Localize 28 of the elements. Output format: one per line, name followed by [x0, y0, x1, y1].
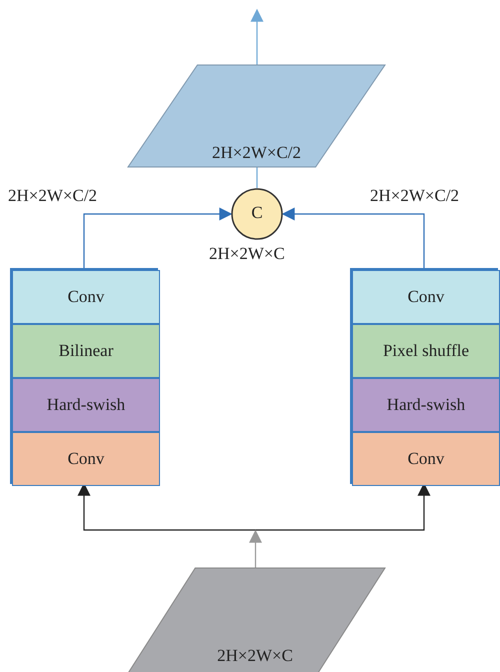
arrow — [250, 8, 264, 65]
dimension-text: 2H×2W×C — [216, 646, 294, 666]
layer-box — [12, 324, 160, 378]
arrow — [249, 530, 262, 568]
layer-box — [352, 432, 500, 486]
layer-text: Conv — [68, 287, 104, 307]
branch-panel — [10, 268, 158, 484]
layer-box — [12, 270, 160, 324]
layer-text: Conv — [408, 287, 444, 307]
layer-text: Pixel shuffle — [382, 341, 470, 361]
size-label: 2H×2W×C/2 — [370, 186, 460, 206]
layer-text: Hard-swish — [46, 395, 126, 415]
branch-panel — [350, 268, 498, 484]
layer-text: Conv — [68, 449, 104, 469]
layer-box — [352, 324, 500, 378]
arrow — [83, 208, 232, 268]
layer-box — [12, 378, 160, 432]
layer-text: Bilinear — [58, 341, 114, 361]
arrow — [282, 208, 425, 268]
layer-box — [12, 432, 160, 486]
concat-symbol: C — [250, 203, 264, 223]
size-label: 2H×2W×C — [209, 244, 285, 264]
size-label: 2H×2W×C/2 — [8, 186, 98, 206]
layer-text: Hard-swish — [386, 395, 466, 415]
layer-box — [352, 270, 500, 324]
dimension-text: 2H×2W×C/2 — [210, 143, 302, 163]
layer-box — [352, 378, 500, 432]
layer-text: Conv — [408, 449, 444, 469]
